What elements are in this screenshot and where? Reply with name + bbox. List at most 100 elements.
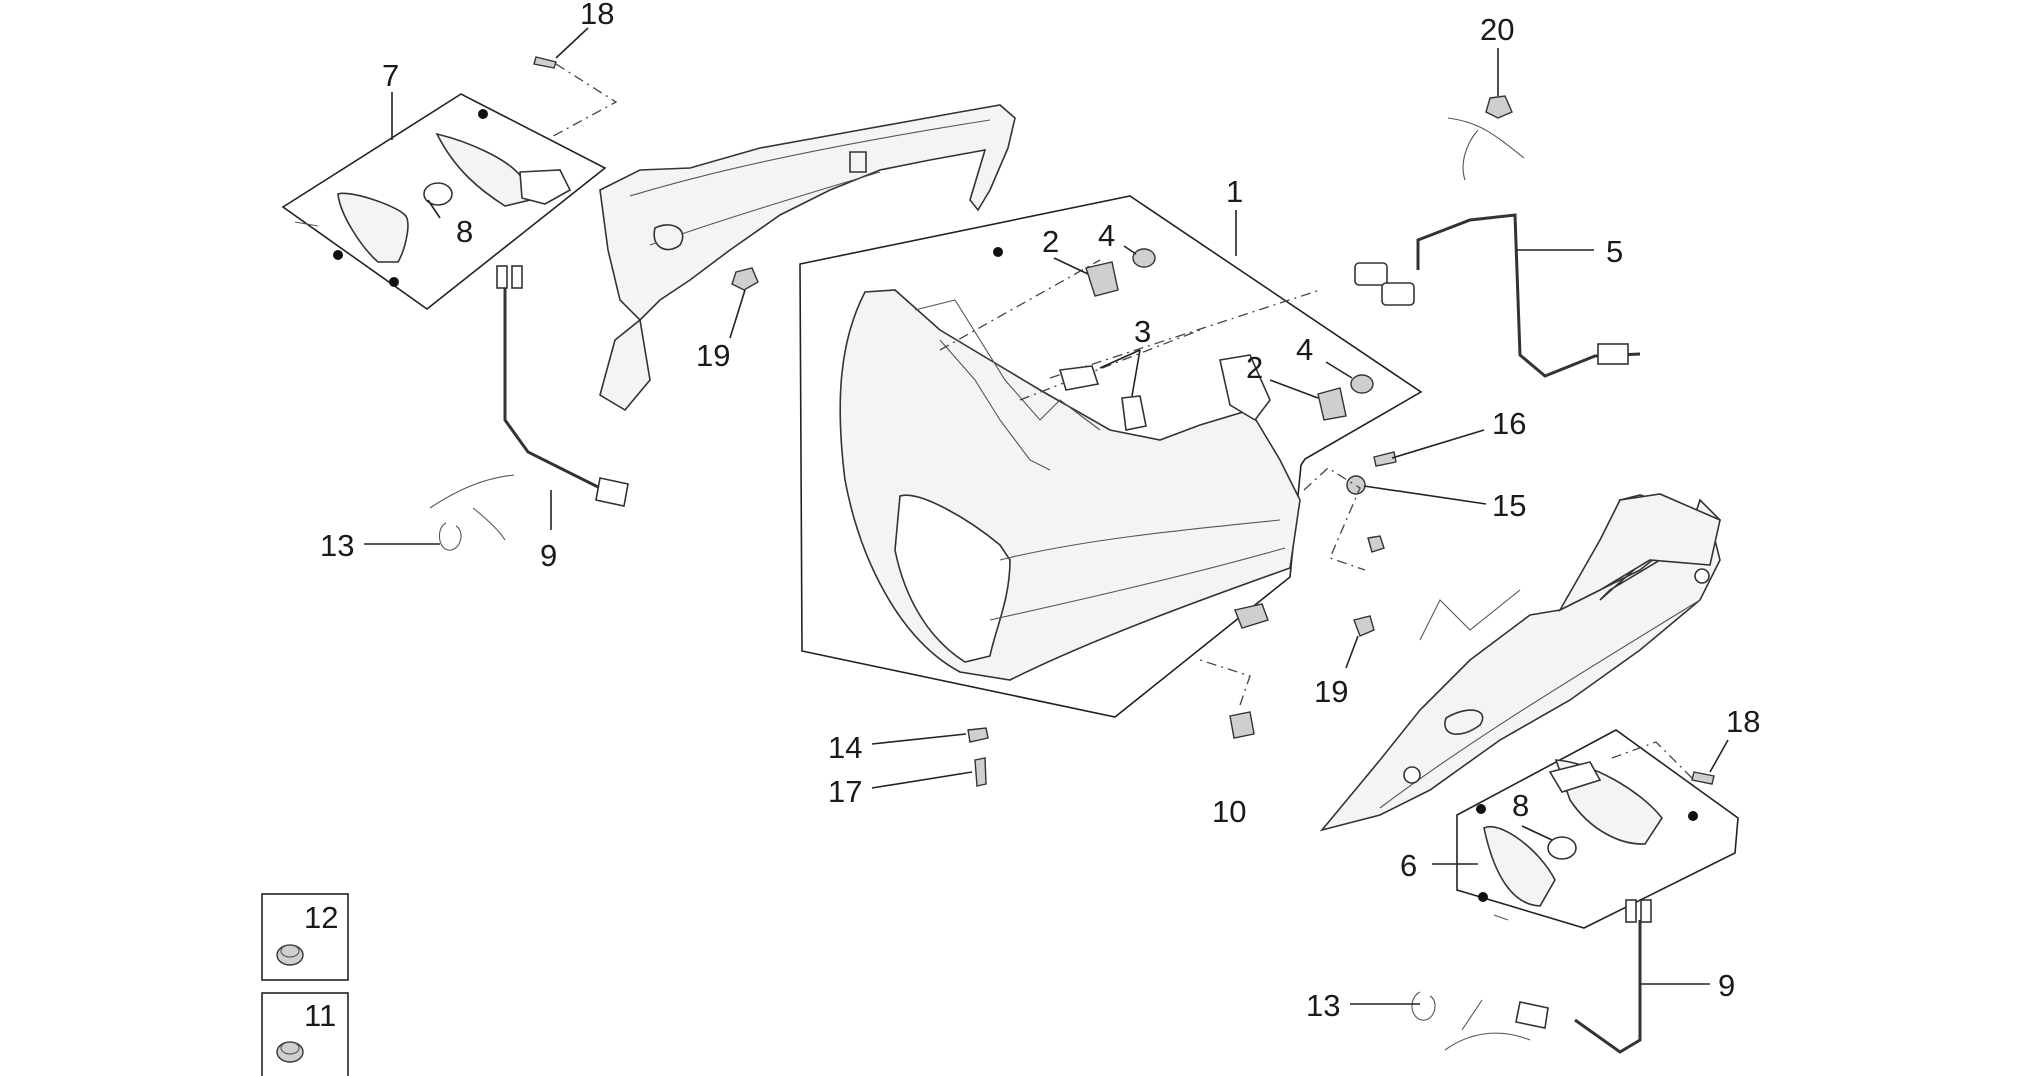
headlight-axis bbox=[939, 259, 1101, 351]
harness-connector bbox=[1381, 282, 1415, 306]
left-indicator-housing bbox=[435, 132, 532, 207]
callout-17: 17 bbox=[828, 774, 862, 809]
bullet-dot bbox=[478, 109, 488, 119]
headlight-assembly bbox=[799, 195, 1423, 787]
leader-18a bbox=[555, 27, 589, 59]
leader-lines bbox=[364, 27, 1729, 1005]
washer-15 bbox=[1346, 475, 1366, 495]
left-cable-tie-strap bbox=[472, 507, 506, 541]
callout-9-right: 9 bbox=[1718, 968, 1735, 1003]
bullet-dot bbox=[389, 277, 399, 287]
callout-1: 1 bbox=[1226, 174, 1243, 209]
leader-2b bbox=[1269, 379, 1319, 399]
left-indicator-assembly bbox=[281, 56, 618, 310]
callout-18-right: 18 bbox=[1726, 704, 1760, 739]
callout-13-right: 13 bbox=[1306, 988, 1340, 1023]
right-cable-tie-strap bbox=[1461, 999, 1483, 1031]
headlight-lens-contour bbox=[989, 547, 1286, 621]
callout-20: 20 bbox=[1480, 12, 1514, 47]
bulb-3-lower bbox=[1121, 395, 1147, 431]
right-fairing-upper bbox=[1557, 493, 1721, 612]
leader-19b bbox=[1345, 635, 1359, 669]
right-indicator-stem bbox=[1548, 761, 1602, 793]
left-cable-tie-clip bbox=[438, 522, 462, 551]
spare-part-box-12 bbox=[261, 893, 349, 981]
left-indicator-stem bbox=[519, 169, 572, 205]
callout-10: 10 bbox=[1212, 794, 1246, 829]
callout-8-left: 8 bbox=[456, 214, 473, 249]
right-fairing-mount bbox=[1403, 766, 1421, 784]
screw-axis bbox=[1303, 467, 1366, 571]
nut-11 bbox=[276, 1041, 304, 1063]
left-harness-terminal bbox=[496, 265, 508, 289]
screw-17 bbox=[974, 757, 987, 787]
right-lens-screw bbox=[1493, 914, 1509, 921]
leader-16 bbox=[1391, 429, 1485, 459]
callout-5: 5 bbox=[1606, 234, 1623, 269]
bullet-dot bbox=[333, 250, 343, 260]
left-cable-tie-strap bbox=[429, 474, 515, 509]
gasket-4-right bbox=[1350, 374, 1374, 394]
screw-18-left-axis bbox=[545, 63, 618, 141]
callout-12: 12 bbox=[304, 900, 338, 935]
gasket-4-top bbox=[1132, 248, 1156, 268]
leader-17 bbox=[871, 771, 973, 789]
nut-19-left bbox=[731, 267, 759, 291]
cable-tie-strap bbox=[1462, 129, 1479, 181]
callout-4-top: 4 bbox=[1098, 218, 1115, 253]
callout-19-left: 19 bbox=[696, 338, 730, 373]
leader-4a bbox=[1123, 245, 1137, 255]
screw-18-left bbox=[533, 56, 557, 69]
bulb-holder-2-top bbox=[1085, 261, 1119, 297]
right-indicator-bulb bbox=[1547, 836, 1577, 860]
bullet-dot bbox=[1476, 804, 1486, 814]
right-harness-connector bbox=[1515, 1001, 1549, 1029]
left-fairing-panel bbox=[599, 104, 1016, 412]
left-fairing-mount-tab bbox=[849, 151, 867, 173]
callout-14: 14 bbox=[828, 730, 862, 765]
right-indicator-lens bbox=[1483, 825, 1556, 907]
left-fairing-mount-tab bbox=[599, 318, 651, 412]
kit-frame-6 bbox=[1456, 729, 1739, 929]
callout-11: 11 bbox=[304, 998, 336, 1033]
clip-10 bbox=[1229, 711, 1255, 739]
headlight-rear-cover bbox=[939, 339, 1051, 471]
cable-tie-strap bbox=[1447, 117, 1525, 159]
nut-20 bbox=[1485, 95, 1513, 119]
right-harness-terminal bbox=[1625, 899, 1637, 923]
leader-3a bbox=[1099, 349, 1141, 369]
spare-box-frame bbox=[261, 992, 349, 1076]
left-fairing-crease bbox=[629, 119, 991, 197]
right-indicator-assembly bbox=[1456, 729, 1739, 929]
left-fairing-body bbox=[599, 104, 1016, 322]
right-upper-harness-wire bbox=[1416, 213, 1641, 378]
leader-2a bbox=[1053, 257, 1089, 275]
right-lower-harness bbox=[1411, 899, 1652, 1054]
left-lens-screw bbox=[294, 221, 319, 227]
right-harness-wire bbox=[1574, 920, 1642, 1054]
callout-15: 15 bbox=[1492, 488, 1526, 523]
left-harness-terminal bbox=[511, 265, 523, 289]
nut-12 bbox=[276, 944, 304, 966]
callout-3: 3 bbox=[1134, 314, 1151, 349]
nut-12-ring bbox=[280, 944, 300, 958]
callout-4-right: 4 bbox=[1296, 332, 1313, 367]
right-cable-tie-strap bbox=[1444, 1032, 1531, 1051]
screw-18-right bbox=[1691, 771, 1715, 785]
kit-frame-1 bbox=[799, 195, 1423, 718]
headlight-bracket bbox=[1219, 354, 1271, 422]
leader-8b bbox=[1521, 825, 1553, 841]
callout-16: 16 bbox=[1492, 406, 1526, 441]
kit-frame-7 bbox=[281, 93, 607, 310]
spare-box-frame bbox=[261, 893, 349, 981]
left-wiring-harness bbox=[429, 265, 629, 551]
nut-11-ring bbox=[280, 1041, 300, 1055]
left-harness-connector bbox=[595, 477, 629, 507]
clip-10-axis bbox=[1199, 659, 1251, 706]
callout-6: 6 bbox=[1400, 848, 1417, 883]
washer-14 bbox=[967, 727, 989, 743]
leader-8a bbox=[427, 199, 441, 219]
screw-18-right-axis bbox=[1611, 741, 1693, 779]
bullet-dot bbox=[993, 247, 1003, 257]
